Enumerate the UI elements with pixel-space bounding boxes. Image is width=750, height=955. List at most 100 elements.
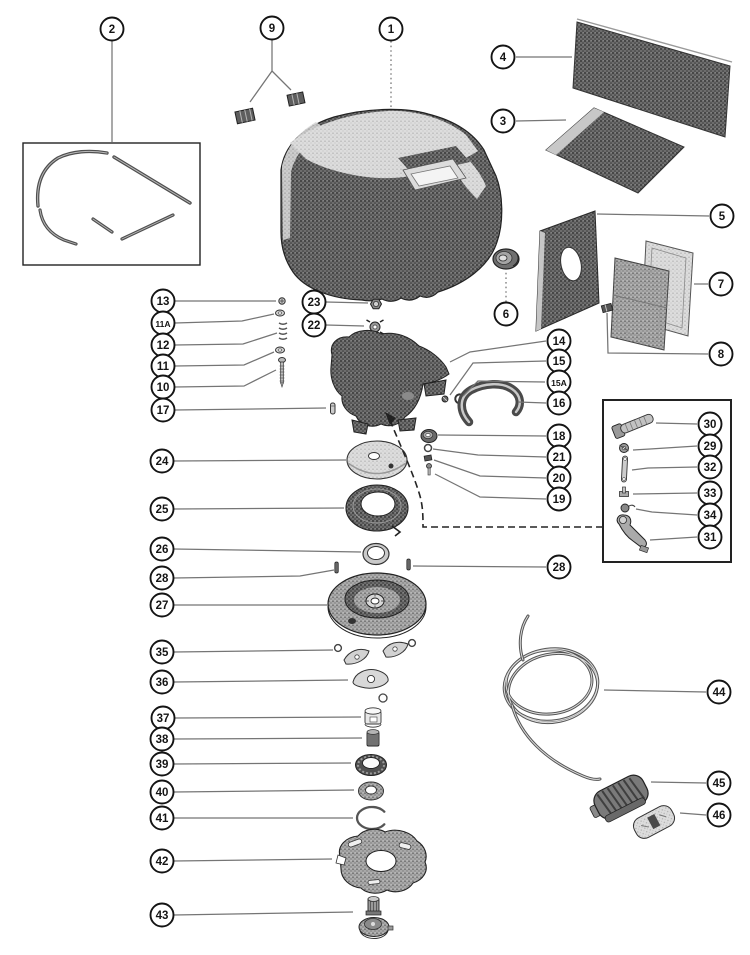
callout-number: 6	[503, 309, 509, 321]
callout-number: 11A	[155, 319, 170, 329]
part-7-bracket	[610, 240, 694, 351]
callout-number: 45	[713, 778, 726, 790]
part-31-latch	[616, 514, 650, 554]
leader-line	[631, 466, 698, 471]
callout-number: 13	[157, 296, 170, 308]
callout-number: 41	[156, 813, 169, 825]
callout-bubble	[378, 16, 404, 42]
callout-28: 28	[412, 554, 572, 580]
part-24-sheave-plate	[346, 440, 408, 480]
callout-bubble	[546, 554, 572, 580]
callout-bubble	[150, 397, 176, 423]
leader-line	[655, 422, 698, 425]
callout-number: 8	[718, 349, 725, 361]
callout-30: 30	[655, 411, 723, 437]
part-25-recoil-spring	[345, 484, 409, 537]
callout-29: 29	[632, 433, 723, 459]
part-21-ring	[423, 443, 433, 453]
callout-number: 10	[157, 382, 170, 394]
callout-number: 32	[704, 462, 717, 474]
leader-line	[173, 737, 363, 740]
leader-line	[632, 445, 698, 451]
callout-number: 20	[553, 473, 566, 485]
callout-35: 35	[149, 639, 334, 665]
callout-12: 12	[150, 332, 278, 358]
callout-number: 37	[157, 713, 170, 725]
part-2-seal-strip-box	[22, 142, 201, 266]
leader-line	[603, 689, 707, 693]
callout-bubble	[493, 301, 519, 327]
leader-line	[517, 401, 547, 404]
callout-bubble	[149, 639, 175, 665]
callout-33: 33	[632, 480, 723, 506]
part-1-cowl	[280, 108, 503, 302]
callout-number: 7	[718, 279, 724, 291]
callout-9: 9	[249, 15, 292, 103]
leader-line	[173, 762, 352, 765]
callout-bubble	[149, 751, 175, 777]
callout-42: 42	[149, 848, 333, 874]
part-9-clips	[234, 91, 306, 125]
callout-number: 11	[157, 361, 170, 373]
part-33-bracket	[619, 486, 629, 497]
callout-11: 11	[150, 351, 275, 379]
part-15-screw	[441, 395, 449, 403]
callout-45: 45	[650, 770, 732, 796]
leader-line	[173, 649, 334, 653]
callout-number: 3	[500, 116, 506, 128]
callout-number: 5	[719, 211, 726, 223]
leader-line	[173, 789, 355, 793]
callout-bubble	[546, 390, 572, 416]
part-46-rope-anchor	[632, 805, 676, 839]
callout-number: 14	[553, 336, 566, 348]
callout-bubble	[149, 448, 175, 474]
part-4-panel	[572, 18, 733, 138]
callout-38: 38	[149, 726, 363, 752]
callout-3: 3	[490, 108, 567, 134]
callout-number: 15A	[551, 378, 567, 388]
callout-bubble	[149, 669, 175, 695]
callout-number: 44	[713, 687, 726, 699]
callout-number: 38	[156, 734, 169, 746]
part-13-screw	[278, 297, 286, 305]
part-17-pin	[330, 402, 336, 415]
part-37-bushing	[364, 707, 382, 728]
leader-line	[649, 536, 698, 541]
callout-bubble	[99, 16, 125, 42]
callout-bubble	[149, 902, 175, 928]
part-20-nut	[423, 454, 433, 462]
part-3-panel	[545, 107, 685, 194]
part-36-cam	[352, 669, 389, 703]
part-40-washer	[358, 781, 384, 801]
callout-number: 29	[704, 441, 717, 453]
part-45-starter-handle	[589, 774, 649, 823]
callout-2: 2	[99, 16, 125, 142]
callout-39: 39	[149, 751, 352, 777]
callout-bubble	[706, 679, 732, 705]
callout-number: 34	[704, 510, 717, 522]
callout-number: 27	[156, 600, 169, 612]
callout-bubble	[546, 486, 572, 512]
callout-24: 24	[149, 448, 347, 474]
callout-40: 40	[149, 779, 355, 805]
part-8-clip	[600, 302, 614, 314]
part-23-nut	[369, 298, 383, 310]
callout-number: 35	[156, 647, 169, 659]
dashed-assembly-line	[385, 412, 603, 528]
callout-18: 18	[437, 423, 572, 449]
callout-7: 7	[694, 271, 734, 297]
callout-bubble	[708, 341, 734, 367]
callout-number: 1	[388, 24, 395, 36]
callout-25: 25	[149, 496, 345, 522]
callout-number: 22	[308, 320, 321, 332]
callout-bubble	[259, 15, 285, 41]
callout-32: 32	[631, 454, 723, 480]
callout-bubble	[301, 312, 327, 338]
leader-line	[632, 492, 698, 495]
leader-line	[679, 812, 707, 816]
leader-line	[449, 360, 547, 396]
part-35-pawls	[333, 638, 417, 665]
part-19-screw	[426, 463, 432, 476]
